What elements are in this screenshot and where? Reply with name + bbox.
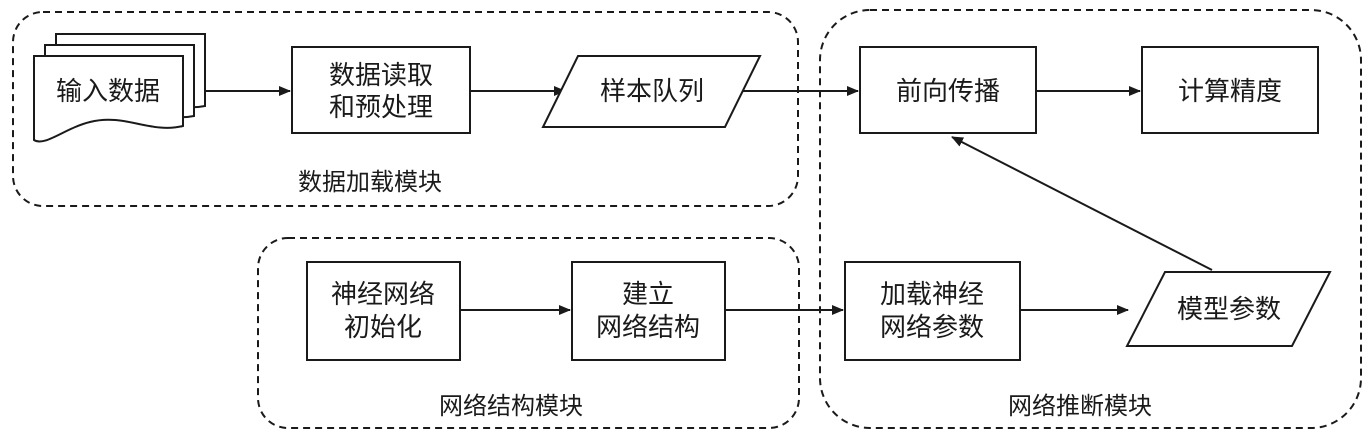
node-load-params: 加载神经 网络参数 <box>844 261 1021 361</box>
node-model-params-label: 模型参数 <box>1177 295 1281 325</box>
node-build-net: 建立 网络结构 <box>571 261 726 361</box>
edges <box>205 86 1213 315</box>
node-read-preprocess-line2: 和预处理 <box>329 93 433 123</box>
node-load-params-line1: 加载神经 <box>880 280 984 310</box>
node-input-data: 输入数据 <box>33 33 206 143</box>
node-nn-init-line1: 神经网络 <box>331 280 435 310</box>
edge-model-to-forward <box>951 136 1213 271</box>
group-network-structure-label: 网络结构模块 <box>439 392 583 420</box>
group-network-inference-label: 网络推断模块 <box>1008 392 1152 420</box>
group-network-structure: 网络结构模块 <box>257 237 800 429</box>
node-read-preprocess-line1: 数据读取 <box>329 61 433 91</box>
node-forward: 前向传播 <box>859 46 1037 134</box>
node-model-params: 模型参数 <box>1125 271 1332 347</box>
node-build-net-line1: 建立 <box>622 280 674 310</box>
group-network-inference: 网络推断模块 <box>819 9 1362 429</box>
node-accuracy-label: 计算精度 <box>1178 77 1282 107</box>
group-data-loading-label: 数据加载模块 <box>298 168 442 196</box>
node-load-params-line2: 网络参数 <box>880 313 984 343</box>
node-build-net-line2: 网络结构 <box>596 313 700 343</box>
node-nn-init: 神经网络 初始化 <box>306 261 461 361</box>
node-input-data-label: 输入数据 <box>56 77 160 107</box>
node-read-preprocess: 数据读取 和预处理 <box>291 46 471 134</box>
node-accuracy: 计算精度 <box>1141 46 1319 134</box>
node-sample-queue-label: 样本队列 <box>600 77 704 107</box>
node-forward-label: 前向传播 <box>896 77 1000 107</box>
node-sample-queue: 样本队列 <box>541 55 762 128</box>
group-data-loading: 数据加载模块 <box>12 11 799 207</box>
node-nn-init-line2: 初始化 <box>344 313 422 343</box>
